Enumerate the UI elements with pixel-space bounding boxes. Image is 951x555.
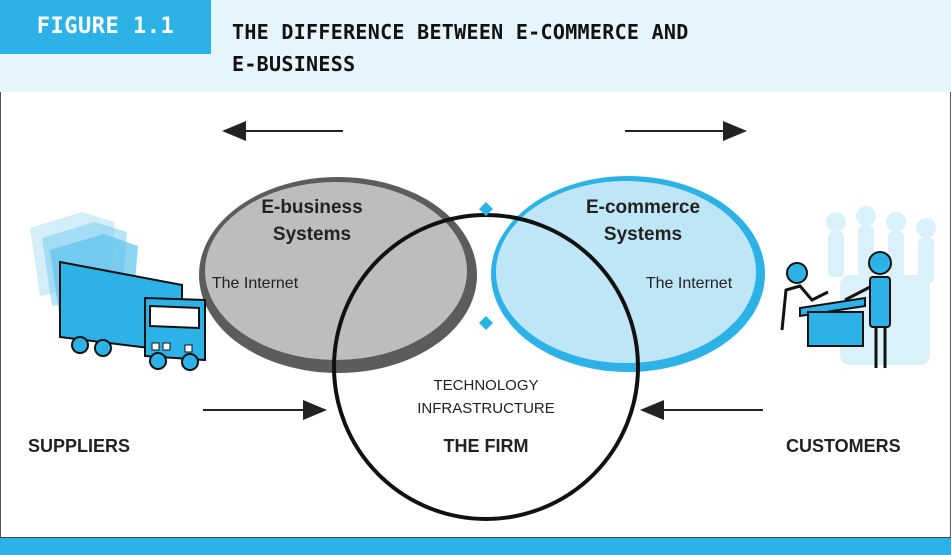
figure-label-box: FIGURE 1.1 — [0, 0, 211, 54]
ecommerce-title-line-2: Systems — [604, 224, 682, 245]
technology-label-line-2: INFRASTRUCTURE — [417, 400, 555, 417]
ecommerce-title-line-1: E-commerce — [586, 197, 700, 218]
ecommerce-internet-label: The Internet — [646, 275, 733, 292]
bottom-accent-bar — [0, 538, 951, 555]
figure-title-line-2: E-BUSINESS — [232, 52, 356, 76]
ebusiness-title-line-2: Systems — [273, 224, 351, 245]
ebusiness-internet-label: The Internet — [212, 275, 299, 292]
venn-diagram: E-business Systems The Internet E-commer… — [28, 121, 936, 521]
customers-label: CUSTOMERS — [786, 436, 901, 456]
customers-people-icon — [780, 206, 936, 368]
bottom-divider — [0, 537, 951, 538]
figure-title-line-1: THE DIFFERENCE BETWEEN E-COMMERCE AND — [232, 20, 689, 44]
ecommerce-ellipse — [496, 181, 756, 363]
technology-label-line-1: TECHNOLOGY — [433, 377, 538, 394]
supplier-truck-icon — [30, 212, 206, 371]
suppliers-label: SUPPLIERS — [28, 436, 130, 456]
intersection-marker-bottom — [479, 316, 493, 330]
ebusiness-title-line-1: E-business — [261, 197, 362, 218]
figure-label: FIGURE 1.1 — [36, 14, 175, 39]
ebusiness-ellipse — [205, 182, 467, 360]
figure-title: THE DIFFERENCE BETWEEN E-COMMERCE AND E-… — [232, 16, 912, 80]
intersection-marker-top — [479, 202, 493, 216]
firm-label: THE FIRM — [444, 436, 529, 456]
